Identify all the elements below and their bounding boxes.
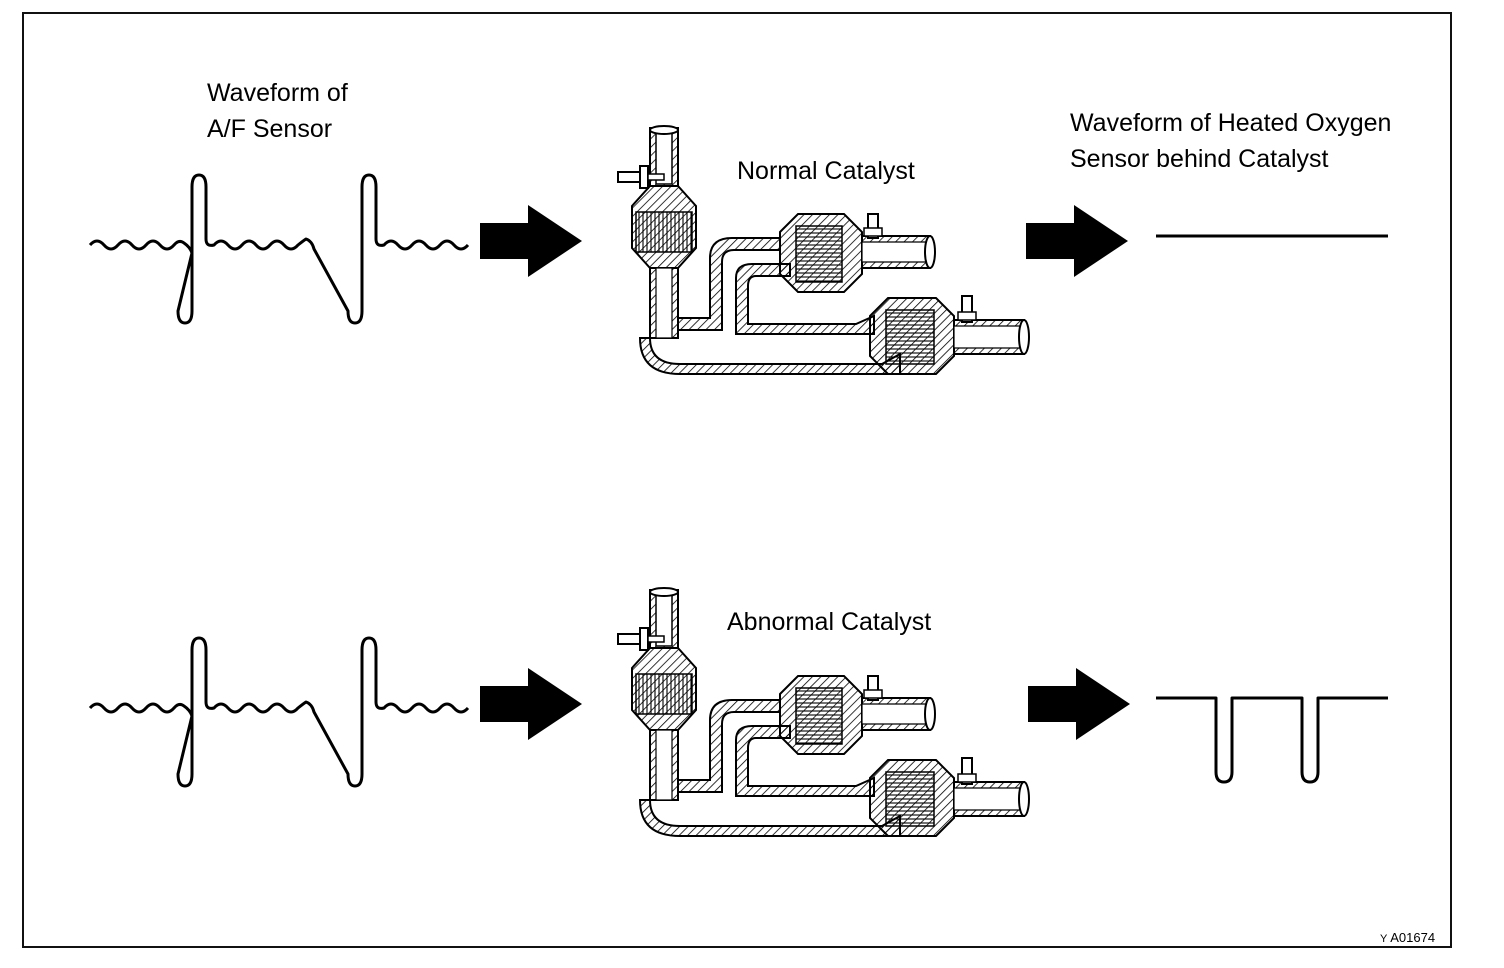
right-arrow-icon [1028,668,1130,740]
abnormal-catalyst-label: Abnormal Catalyst [727,608,932,636]
af-sensor-title-line1: Waveform of [207,79,348,107]
ho2-sensor-title-line2: Sensor behind Catalyst [1070,145,1329,173]
figure-code-number: A01674 [1390,930,1436,945]
figure-code: Y A01674 [1380,930,1435,947]
af-sensor-waveform-abnormal [88,636,470,788]
af-sensor-title-line2: A/F Sensor [207,115,333,143]
normal-catalyst-label: Normal Catalyst [737,157,915,185]
right-arrow-icon [480,668,582,740]
ho2-sensor-title-line1: Waveform of Heated Oxygen [1070,109,1392,137]
right-arrow-icon [1026,205,1128,277]
af-sensor-waveform-normal [88,173,470,325]
figure-code-prefix: Y [1380,933,1388,945]
right-arrow-icon [480,205,582,277]
ho2-sensor-waveform-abnormal [1156,696,1388,784]
figure-frame [22,12,1452,948]
